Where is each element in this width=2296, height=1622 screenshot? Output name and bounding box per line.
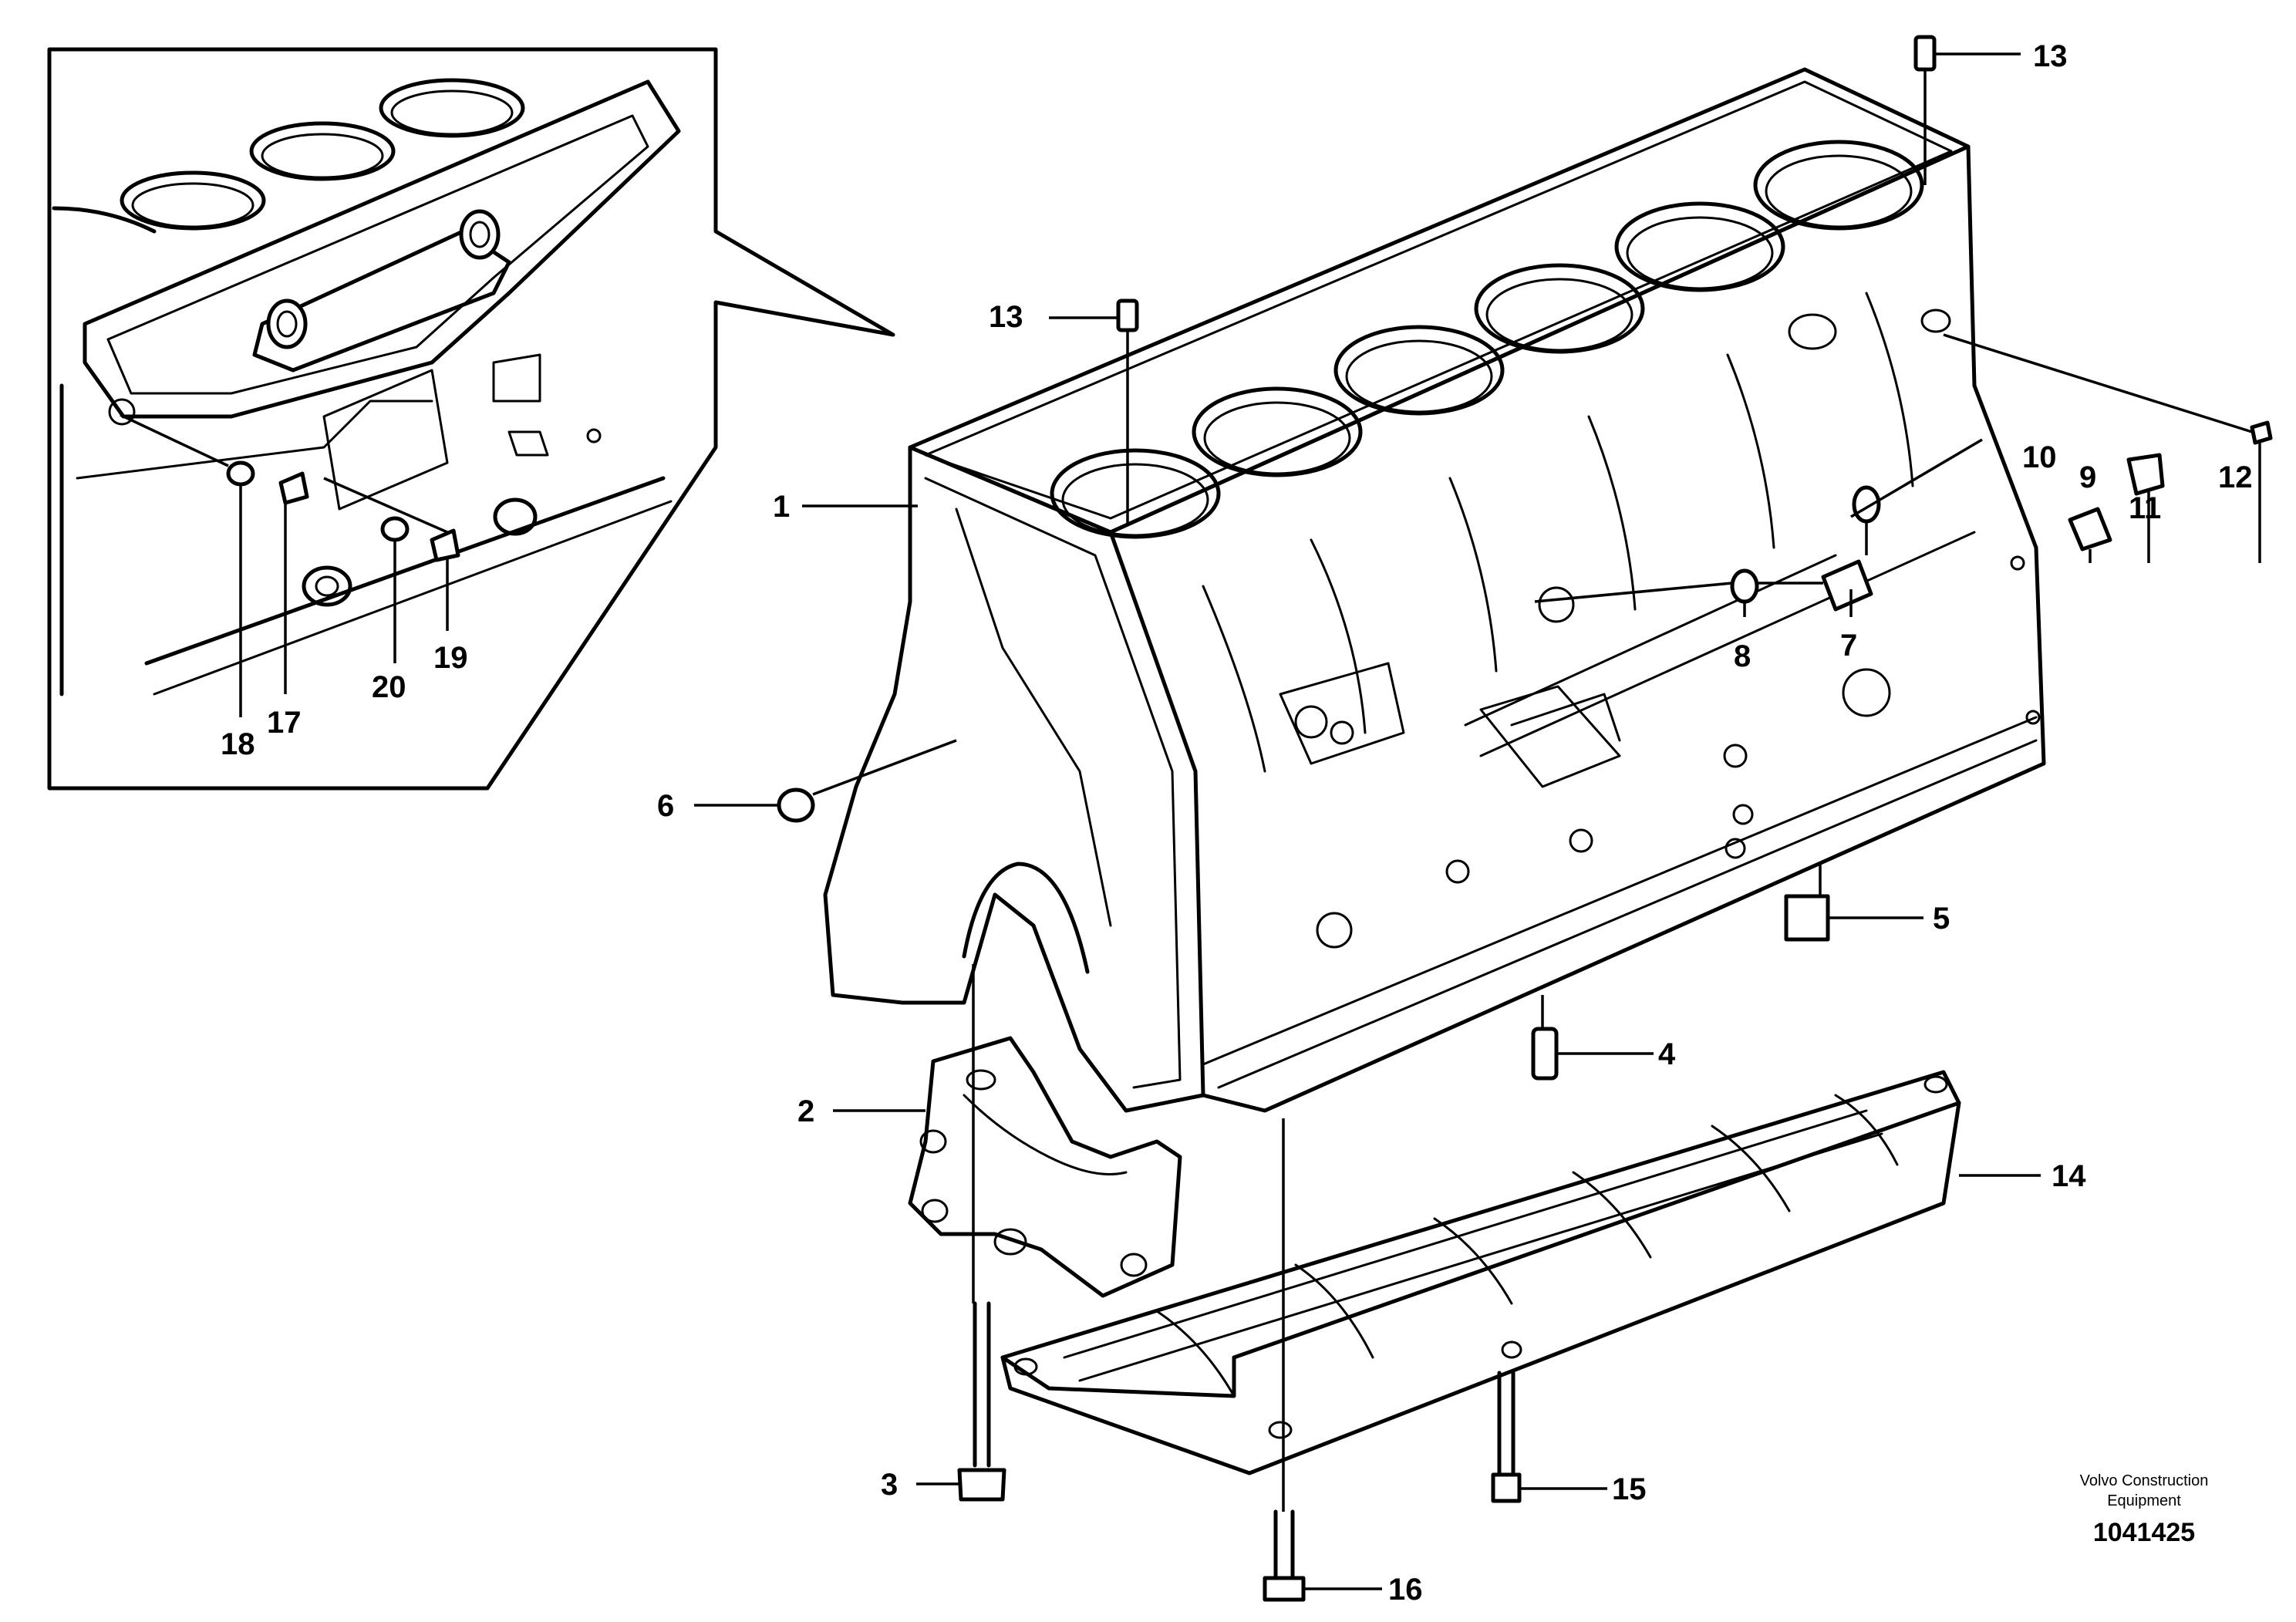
callout-20: 20 xyxy=(372,670,406,704)
callout-10: 10 xyxy=(2022,440,2057,474)
bedplate xyxy=(1000,1070,1961,1602)
callout-11: 11 xyxy=(2129,491,2161,525)
callout-14: 14 xyxy=(2052,1159,2086,1193)
callout-1: 1 xyxy=(773,490,790,524)
callout-16: 16 xyxy=(1388,1573,1423,1607)
callout-15: 15 xyxy=(1612,1472,1647,1506)
callout-9: 9 xyxy=(2079,460,2096,494)
callout-13-upper: 13 xyxy=(2033,39,2068,73)
brand-line-1: Volvo Construction xyxy=(2080,1472,2209,1489)
callout-12: 12 xyxy=(2218,460,2253,494)
callout-3: 3 xyxy=(881,1468,898,1502)
callout-labels: 1 2 3 4 5 6 7 8 9 10 11 12 13 13 14 15 1… xyxy=(221,39,2253,1607)
callout-18: 18 xyxy=(221,727,255,761)
document-number: 1041425 xyxy=(2093,1518,2195,1547)
callout-4: 4 xyxy=(1658,1037,1676,1071)
inset-detail-view xyxy=(47,47,895,791)
callout-5: 5 xyxy=(1933,902,1950,936)
callout-7: 7 xyxy=(1840,629,1857,663)
callout-13-lower: 13 xyxy=(989,300,1023,334)
callout-17: 17 xyxy=(267,706,302,740)
footer-block: Volvo Construction Equipment 1041425 xyxy=(2080,1472,2209,1547)
callout-2: 2 xyxy=(797,1094,814,1128)
callout-8: 8 xyxy=(1734,639,1751,673)
callout-6: 6 xyxy=(657,789,674,823)
callout-19: 19 xyxy=(433,641,468,675)
engine-block xyxy=(777,35,2273,1113)
main-bearing-cap xyxy=(908,1036,1182,1502)
leader-lines xyxy=(120,52,2261,1590)
brand-line-2: Equipment xyxy=(2107,1492,2181,1509)
